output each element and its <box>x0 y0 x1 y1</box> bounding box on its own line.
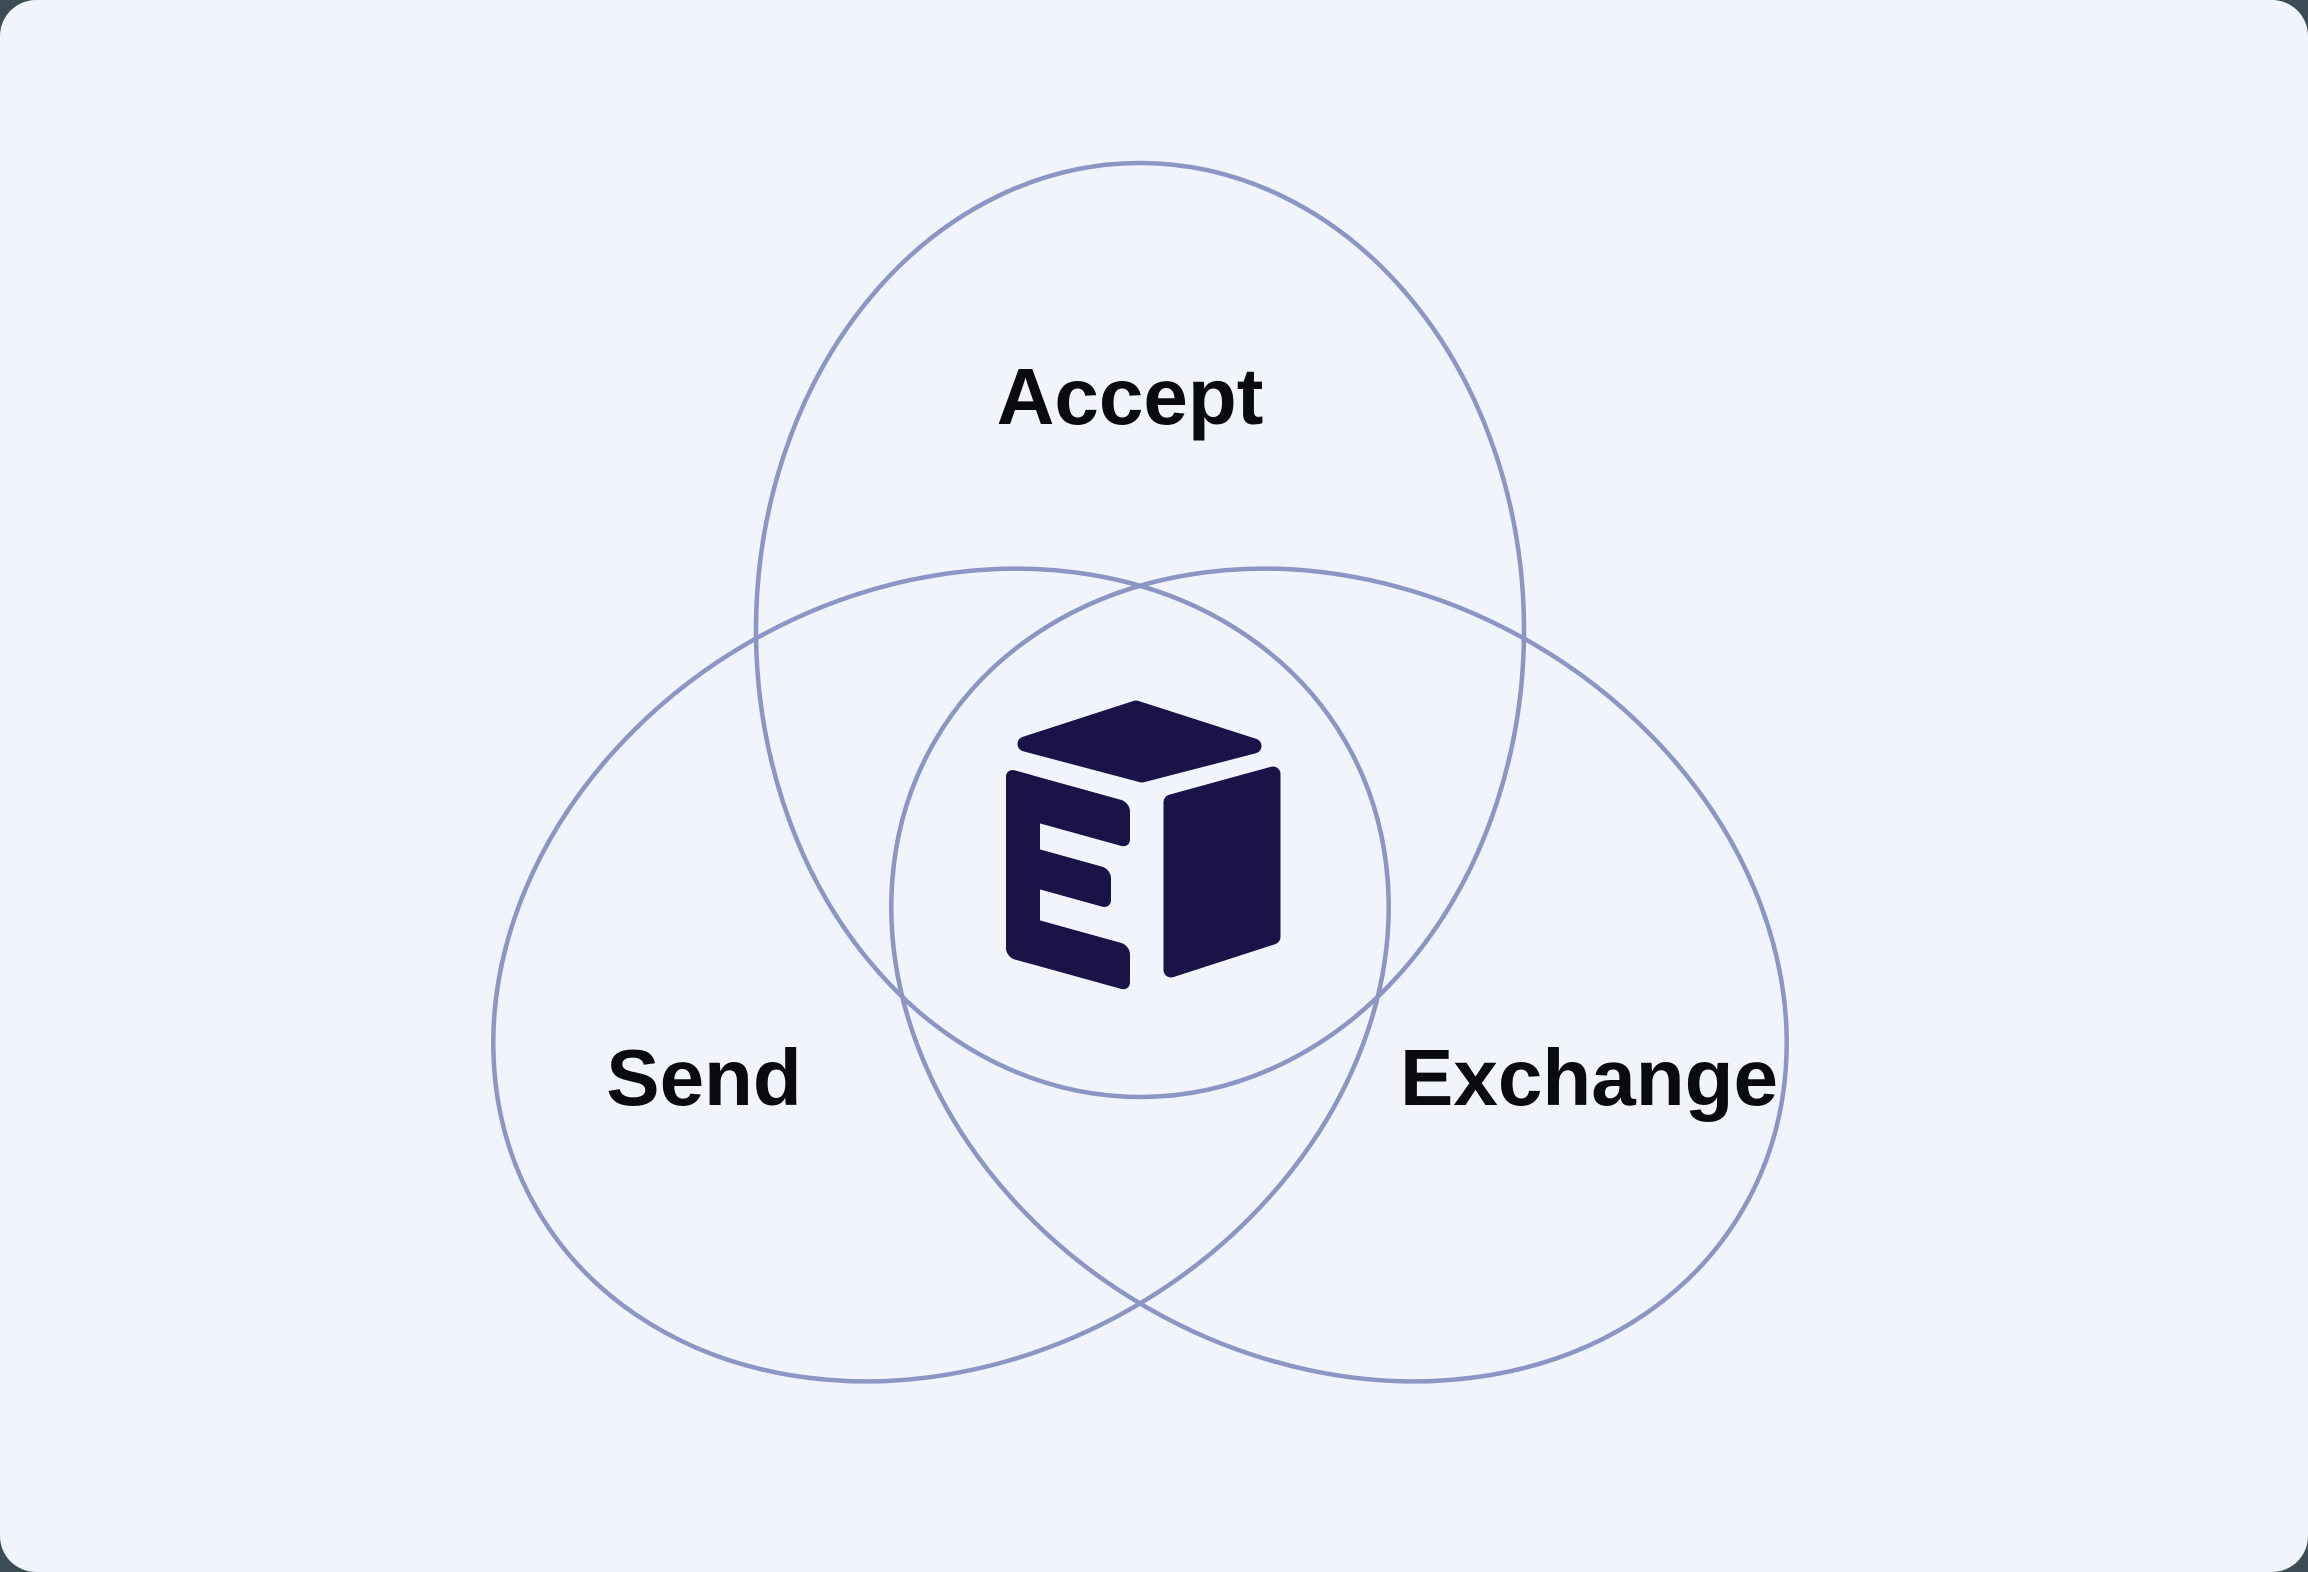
cube-top-face-icon <box>1017 700 1262 783</box>
e-middle-arm <box>1006 842 1111 907</box>
ring-send <box>491 566 1391 1384</box>
cube-e-face-icon <box>1006 770 1130 990</box>
ring-label-exchange: Exchange <box>1400 1033 1778 1122</box>
e-cube-logo <box>1006 700 1281 990</box>
cube-right-face-icon <box>1163 766 1281 978</box>
e-bottom-arm <box>1006 913 1130 990</box>
ring-label-send: Send <box>606 1033 802 1122</box>
ring-exchange <box>889 566 1789 1384</box>
e-top-arm <box>1006 770 1130 847</box>
ring-accept <box>753 160 1527 1100</box>
ring-label-accept: Accept <box>996 352 1264 441</box>
